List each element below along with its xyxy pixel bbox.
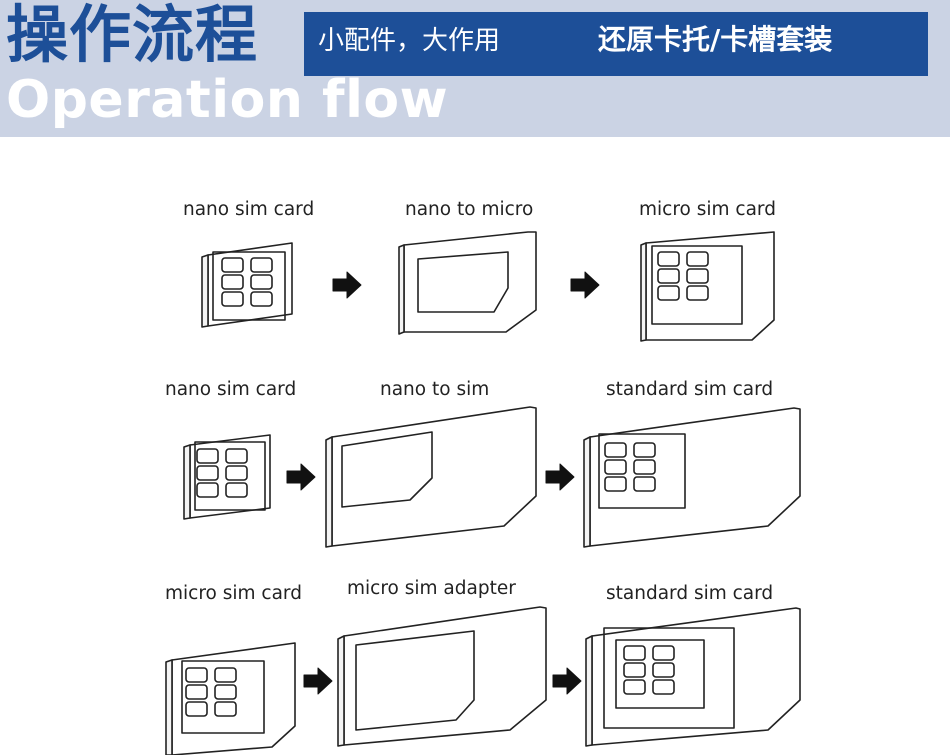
tagline-text: 小配件，大作用 [318, 26, 501, 56]
row3-arrow-1-icon [303, 667, 333, 695]
title-chinese: 操作流程 [6, 0, 259, 71]
row1-micro-sim-card-icon [640, 231, 775, 342]
row1-nano-to-micro-adapter-icon [398, 231, 537, 335]
row2-arrow-1-icon [286, 463, 316, 491]
row1-result-label: micro sim card [639, 199, 776, 220]
row3-micro-sim-adapter-icon [337, 606, 547, 747]
row3-micro-sim-card-icon [165, 642, 296, 755]
row2-standard-sim-card-icon [583, 407, 801, 548]
row3-adapter-label: micro sim adapter [347, 578, 516, 599]
row2-from-label: nano sim card [165, 379, 297, 400]
title-english: Operation flow [6, 70, 449, 130]
row1-from-label: nano sim card [183, 199, 315, 220]
row3-from-label: micro sim card [165, 583, 302, 604]
row2-nano-to-sim-adapter-icon [325, 406, 537, 548]
tagline-bar [304, 12, 928, 76]
row2-arrow-2-icon [545, 463, 575, 491]
row1-nano-sim-card-icon [201, 242, 293, 328]
header-banner: 操作流程 小配件，大作用 还原卡托/卡槽套装 Operation flow [0, 0, 950, 137]
row2-nano-sim-card-icon [183, 434, 271, 520]
row2-adapter-label: nano to sim [380, 379, 490, 400]
row3-result-label: standard sim card [606, 583, 774, 604]
row1-arrow-1-icon [332, 271, 362, 299]
row3-standard-sim-card-icon [585, 607, 801, 747]
row1-arrow-2-icon [570, 271, 600, 299]
row3-arrow-2-icon [552, 667, 582, 695]
row1-adapter-label: nano to micro [405, 199, 534, 220]
tagline-product: 还原卡托/卡槽套装 [598, 23, 833, 56]
row2-result-label: standard sim card [606, 379, 774, 400]
